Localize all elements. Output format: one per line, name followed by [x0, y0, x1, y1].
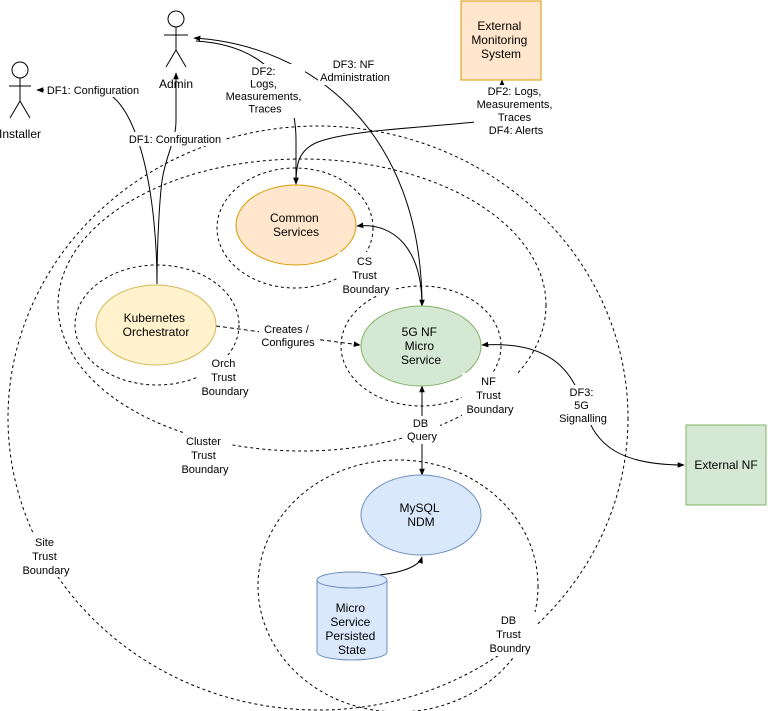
external-nf-box — [685, 424, 767, 506]
df1-installer-label: DF1: Configuration — [47, 85, 139, 97]
db-trust-boundary — [257, 459, 539, 711]
cs-nf-flow — [356, 222, 423, 307]
common-services-node — [235, 184, 357, 266]
external-monitoring-label: External Monitoring System — [471, 19, 530, 61]
admin-label: Admin — [159, 77, 193, 91]
5g-nf-micro-service-node — [360, 305, 482, 387]
site-boundary-label: Site Trust Boundary — [22, 537, 70, 577]
external-nf-label: External NF — [694, 458, 757, 472]
mysql-ndm-node — [360, 474, 482, 556]
admin-actor-icon — [164, 10, 188, 68]
df2-df4-monitoring-label: DF2: Logs, Measurements, Traces DF4: Ale… — [477, 86, 556, 137]
cs-boundary-label: CS Trust Boundary — [342, 256, 390, 296]
installer-actor-icon — [9, 61, 31, 119]
monitoring-to-cs-flow — [293, 121, 476, 185]
mysql-ndm-label: MySQL NDM — [400, 501, 443, 529]
df1-admin-flow — [156, 72, 179, 285]
df3-signalling-label: DF3: 5G Signalling — [559, 387, 607, 425]
persisted-state-label: Micro Service Persisted State — [325, 601, 378, 657]
external-monitoring-box — [460, 0, 542, 81]
cluster-trust-boundary — [57, 158, 547, 452]
installer-label: Installer — [0, 127, 41, 141]
5g-nf-micro-service-label: 5G NF Micro Service — [401, 325, 441, 367]
kubernetes-orchestrator-node — [95, 284, 217, 366]
db-query-label: DB Query — [407, 418, 437, 443]
common-services-label: Common Services — [270, 211, 322, 239]
cluster-boundary-label: Cluster Trust Boundary — [181, 436, 229, 476]
df2-admin-label: DF2: Logs, Measurements, Traces — [226, 66, 305, 116]
nf-boundary-label: NF Trust Boundary — [466, 376, 514, 416]
creates-configures-label: Creates / Configures — [261, 324, 315, 349]
df3-admin-label: DF3: NF Administration — [320, 59, 390, 84]
db-boundary-label: DB Trust Boundry — [490, 615, 531, 655]
orch-boundary-label: Orch Trust Boundary — [201, 358, 249, 398]
kubernetes-orchestrator-label: Kubernetes Orchestrator — [123, 311, 190, 339]
df3-admin-flow — [193, 35, 425, 307]
df1-admin-label: DF1: Configuration — [129, 134, 221, 146]
persisted-state-cylinder — [316, 571, 388, 661]
df1-installer-flow — [36, 87, 158, 285]
